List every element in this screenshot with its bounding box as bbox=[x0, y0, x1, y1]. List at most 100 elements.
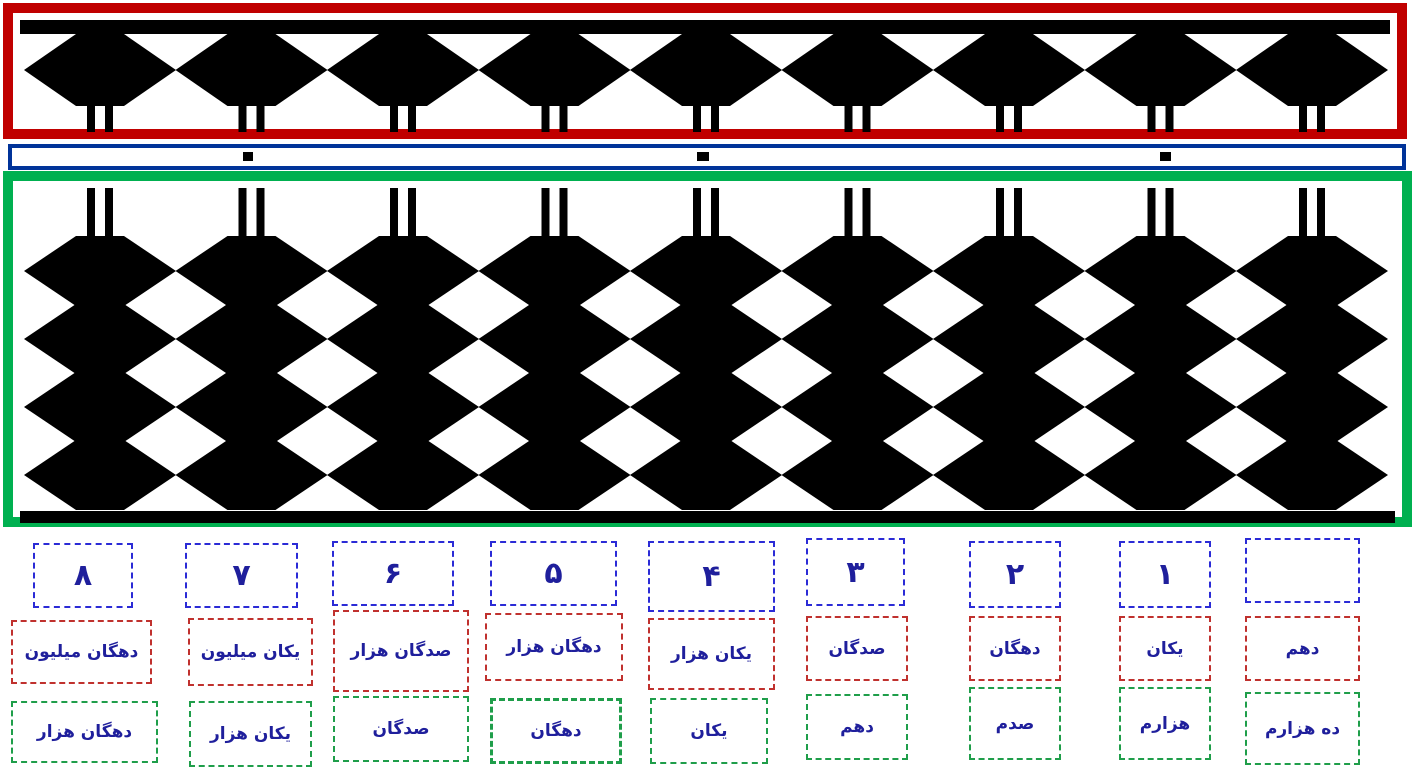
earth-bead bbox=[1236, 440, 1388, 510]
place-label-box: دهگان bbox=[969, 616, 1061, 681]
heaven-bead bbox=[933, 34, 1085, 106]
heaven-bead bbox=[478, 34, 631, 106]
digit-box-6: ۶ bbox=[332, 541, 454, 606]
unit-dot bbox=[1160, 152, 1171, 161]
rod-upper bbox=[1299, 100, 1307, 132]
place-label-box: یکان هزار bbox=[648, 618, 775, 690]
upper-deck-rods bbox=[24, 34, 1388, 132]
place-label-box: یکان bbox=[1119, 616, 1211, 681]
digit-box-1: ۱ bbox=[1119, 541, 1211, 608]
rod-upper bbox=[693, 100, 701, 132]
place-label: صدگان bbox=[828, 638, 886, 659]
heaven-bead bbox=[175, 34, 328, 106]
earth-bead bbox=[478, 236, 631, 306]
rod-lower bbox=[996, 188, 1004, 240]
rod-lower bbox=[256, 188, 265, 240]
decimal-label-box: صدم bbox=[969, 687, 1061, 760]
digit-label: ۷ bbox=[232, 558, 251, 593]
earth-bead bbox=[478, 440, 631, 510]
place-label: یکان میلیون bbox=[200, 642, 301, 662]
earth-bead bbox=[933, 236, 1085, 306]
earth-bead bbox=[1236, 236, 1388, 306]
earth-bead bbox=[24, 304, 176, 374]
earth-bead bbox=[1084, 236, 1237, 306]
rod-lower bbox=[559, 188, 568, 240]
rod-upper bbox=[390, 100, 398, 132]
earth-bead bbox=[1084, 372, 1237, 442]
earth-bead bbox=[1084, 304, 1237, 374]
decimal-label: صدگان bbox=[372, 719, 430, 739]
earth-bead bbox=[781, 440, 934, 510]
unit-dot bbox=[243, 152, 253, 161]
earth-bead bbox=[327, 372, 479, 442]
decimal-label-box: هزارم bbox=[1119, 687, 1211, 760]
rod-upper bbox=[559, 100, 568, 132]
earth-bead bbox=[1236, 304, 1388, 374]
decimal-label: ده هزارم bbox=[1264, 718, 1341, 739]
place-label-box: دهگان میلیون bbox=[11, 620, 152, 684]
heaven-bead bbox=[24, 34, 176, 106]
earth-bead bbox=[933, 440, 1085, 510]
rod-lower bbox=[541, 188, 550, 240]
earth-bead bbox=[327, 236, 479, 306]
lower-deck-rods bbox=[24, 188, 1388, 510]
decimal-label: یکان bbox=[690, 721, 728, 741]
decimal-label-box: دهگان bbox=[490, 698, 622, 764]
earth-bead bbox=[781, 236, 934, 306]
decimal-label-box: صدگان bbox=[333, 696, 469, 762]
digit-label: ۵ bbox=[544, 556, 563, 591]
earth-bead bbox=[24, 440, 176, 510]
digit-box-4: ۴ bbox=[648, 541, 775, 612]
rod-upper bbox=[87, 100, 95, 132]
earth-bead bbox=[327, 440, 479, 510]
rod-upper bbox=[105, 100, 113, 132]
decimal-label: دهگان bbox=[530, 721, 582, 741]
rod-lower bbox=[87, 188, 95, 240]
decimal-label: یکان هزار bbox=[209, 724, 292, 744]
digit-label: ۲ bbox=[1005, 557, 1025, 592]
earth-bead bbox=[24, 236, 176, 306]
abacus bbox=[3, 3, 1412, 527]
rod-lower bbox=[390, 188, 398, 240]
heaven-bead bbox=[781, 34, 934, 106]
earth-bead bbox=[1236, 372, 1388, 442]
rod-lower bbox=[1014, 188, 1022, 240]
rod-upper bbox=[1317, 100, 1325, 132]
earth-bead bbox=[24, 372, 176, 442]
digit-box-2: ۲ bbox=[969, 541, 1061, 608]
earth-bead bbox=[781, 372, 934, 442]
decimal-label-box: دهگان هزار bbox=[11, 701, 158, 763]
decimal-label: هزارم bbox=[1139, 713, 1191, 734]
place-label-box: دهم bbox=[1245, 616, 1360, 681]
earth-bead bbox=[478, 372, 631, 442]
upper-deck-frame bbox=[3, 3, 1407, 139]
rod-lower bbox=[238, 188, 247, 240]
earth-bead bbox=[175, 236, 328, 306]
decimal-label-box: دهم bbox=[806, 694, 908, 760]
place-label: یکان bbox=[1146, 638, 1184, 659]
earth-bead bbox=[175, 372, 328, 442]
rod-upper bbox=[1165, 100, 1174, 132]
earth-bead bbox=[630, 304, 782, 374]
lower-deck-bottom-bar bbox=[20, 511, 1395, 523]
place-label-box: یکان میلیون bbox=[188, 618, 313, 686]
place-label-box: صدگان bbox=[806, 616, 908, 681]
place-label: صدگان هزار bbox=[350, 641, 452, 661]
digit-label: ۸ bbox=[73, 558, 93, 593]
rod-lower bbox=[1147, 188, 1156, 240]
rod-upper bbox=[996, 100, 1004, 132]
earth-bead bbox=[630, 440, 782, 510]
rod-lower bbox=[693, 188, 701, 240]
rod-lower bbox=[862, 188, 871, 240]
digit-label: ۴ bbox=[702, 559, 721, 594]
rod-lower bbox=[1299, 188, 1307, 240]
place-label: یکان هزار bbox=[670, 644, 753, 664]
rod-upper bbox=[1147, 100, 1156, 132]
earth-bead bbox=[175, 440, 328, 510]
earth-bead bbox=[327, 304, 479, 374]
earth-bead bbox=[630, 236, 782, 306]
heaven-bead bbox=[630, 34, 782, 106]
earth-bead bbox=[933, 372, 1085, 442]
digit-label: ۳ bbox=[846, 554, 865, 590]
decimal-label-box: ده هزارم bbox=[1245, 692, 1360, 765]
